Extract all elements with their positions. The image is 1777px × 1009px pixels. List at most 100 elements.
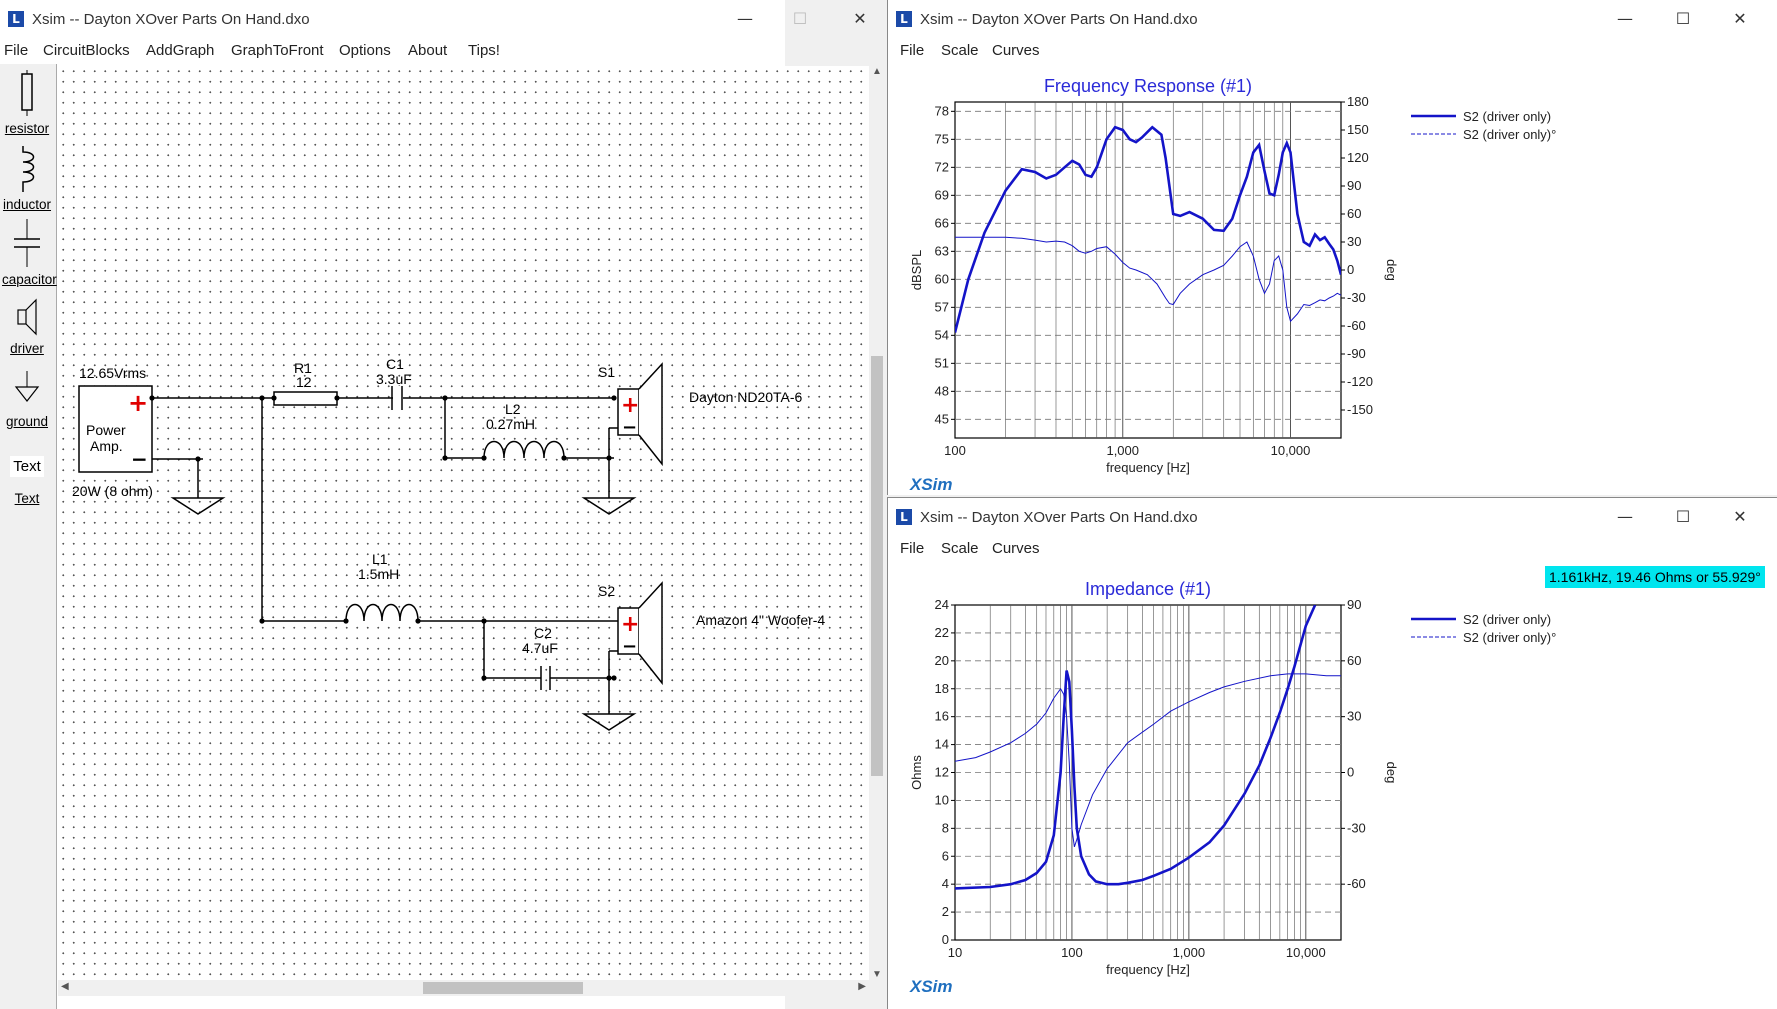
- y-tick-label: 4: [942, 876, 949, 891]
- app-icon: L: [896, 11, 912, 27]
- y-tick-label: 54: [935, 327, 949, 342]
- y2-tick-label: 120: [1347, 150, 1369, 165]
- window-title: Xsim -- Dayton XOver Parts On Hand.dxo: [32, 11, 310, 28]
- l2-value: 0.27mH: [486, 416, 535, 432]
- ground-symbol: [581, 713, 637, 731]
- legend-entry: S2 (driver only): [1463, 612, 1551, 627]
- amp-label-power: Power: [86, 422, 126, 438]
- minimize-icon[interactable]: —: [1617, 507, 1633, 526]
- r1-name: R1: [294, 360, 312, 376]
- menu-file[interactable]: File: [900, 42, 925, 59]
- frequency-response-graph[interactable]: 4548515457606366697275781801501209060300…: [888, 64, 1776, 494]
- y2-tick-label: -120: [1347, 374, 1373, 389]
- circuit-window: L Xsim -- Dayton XOver Parts On Hand.dxo…: [0, 0, 885, 1009]
- y-tick-label: 12: [935, 765, 949, 780]
- y2-tick-label: 150: [1347, 122, 1369, 137]
- window-title: Xsim -- Dayton XOver Parts On Hand.dxo: [920, 509, 1198, 526]
- scroll-up-icon[interactable]: ▲: [872, 66, 882, 77]
- r1-value: 12: [296, 374, 312, 390]
- y2-axis-label: deg: [1384, 259, 1399, 281]
- menu-file[interactable]: File: [900, 540, 925, 557]
- x-tick-label: 100: [1061, 945, 1083, 960]
- y-tick-label: 60: [935, 271, 949, 286]
- impedance-window: L Xsim -- Dayton XOver Parts On Hand.dxo…: [887, 497, 1777, 1009]
- tool-ground[interactable]: ground: [2, 369, 52, 429]
- freq-menubar: File Scale Curves: [888, 38, 1777, 62]
- s1-driver-name[interactable]: Dayton ND20TA-6: [689, 389, 803, 405]
- horizontal-scroll-thumb[interactable]: [423, 982, 583, 994]
- tool-text[interactable]: Text Text: [2, 456, 52, 506]
- menu-tips[interactable]: Tips!: [468, 42, 500, 59]
- minimize-icon[interactable]: —: [1617, 9, 1633, 28]
- menu-addgraph[interactable]: AddGraph: [146, 42, 215, 59]
- y-tick-label: 22: [935, 625, 949, 640]
- inductor-icon: [22, 146, 35, 192]
- tool-capacitor[interactable]: capacitor: [2, 219, 57, 287]
- cursor-readout: 1.161kHz, 19.46 Ohms or 55.929°: [1545, 566, 1765, 588]
- y2-tick-label: -60: [1347, 318, 1366, 333]
- menu-scale[interactable]: Scale: [941, 42, 979, 59]
- schematic-canvas[interactable]: + − + − + − 12.65Vrms Power Amp. 20W (8 …: [58, 66, 869, 980]
- y-tick-label: 8: [942, 820, 949, 835]
- xsim-logo: XSim: [909, 475, 953, 494]
- y2-tick-label: 30: [1347, 709, 1361, 724]
- menu-options[interactable]: Options: [339, 42, 391, 59]
- menu-curves[interactable]: Curves: [992, 42, 1040, 59]
- y-tick-label: 0: [942, 932, 949, 947]
- menu-about[interactable]: About: [408, 42, 448, 59]
- tool-driver[interactable]: driver: [2, 296, 52, 356]
- y-tick-label: 6: [942, 848, 949, 863]
- y-axis-label: Ohms: [909, 755, 924, 790]
- l1-inductor: [345, 603, 419, 622]
- y2-tick-label: 0: [1347, 262, 1354, 277]
- driver-icon: [17, 298, 37, 336]
- tool-inductor[interactable]: inductor: [2, 146, 52, 212]
- x-tick-label: 10: [948, 945, 962, 960]
- chart-title: Impedance (#1): [1085, 579, 1211, 599]
- ground-icon: [14, 371, 40, 402]
- menu-curves[interactable]: Curves: [992, 540, 1040, 557]
- freq-titlebar[interactable]: L Xsim -- Dayton XOver Parts On Hand.dxo…: [888, 0, 1777, 38]
- menu-file[interactable]: File: [4, 42, 29, 59]
- magnitude-series-line: [955, 125, 1341, 333]
- circuit-titlebar[interactable]: L Xsim -- Dayton XOver Parts On Hand.dxo…: [0, 0, 867, 38]
- scroll-right-icon[interactable]: ▶: [858, 981, 866, 992]
- text-tool-icon: Text: [10, 456, 44, 477]
- maximize-icon[interactable]: ☐: [792, 9, 808, 28]
- y2-tick-label: 0: [1347, 765, 1354, 780]
- scroll-left-icon[interactable]: ◀: [61, 981, 69, 992]
- maximize-icon[interactable]: ☐: [1675, 507, 1691, 526]
- y-tick-label: 2: [942, 904, 949, 919]
- maximize-icon[interactable]: ☐: [1675, 9, 1691, 28]
- menu-scale[interactable]: Scale: [941, 540, 979, 557]
- close-icon[interactable]: ✕: [1733, 9, 1747, 28]
- y2-tick-label: 90: [1347, 178, 1361, 193]
- legend-entry: S2 (driver only): [1463, 109, 1551, 124]
- ground-symbol: [170, 497, 226, 515]
- c2-value: 4.7uF: [522, 640, 558, 656]
- x-axis-label: frequency [Hz]: [1106, 962, 1190, 977]
- menu-graphtofront[interactable]: GraphToFront: [231, 42, 324, 59]
- y2-tick-label: -90: [1347, 346, 1366, 361]
- y-tick-label: 18: [935, 681, 949, 696]
- menu-circuitblocks[interactable]: CircuitBlocks: [43, 42, 130, 59]
- magnitude-series-line: [955, 605, 1317, 890]
- r1-resistor: [273, 391, 338, 406]
- tool-driver-label: driver: [10, 341, 44, 356]
- horizontal-scrollbar[interactable]: ◀ ▶: [58, 980, 869, 996]
- resistor-icon: [21, 70, 33, 116]
- tool-resistor[interactable]: resistor: [2, 70, 52, 136]
- minimize-icon[interactable]: —: [737, 9, 753, 28]
- x-tick-label: 10,000: [1271, 443, 1311, 458]
- imp-titlebar[interactable]: L Xsim -- Dayton XOver Parts On Hand.dxo…: [888, 498, 1777, 536]
- x-tick-label: 10,000: [1286, 945, 1326, 960]
- vertical-scroll-thumb[interactable]: [871, 356, 883, 776]
- vertical-scrollbar[interactable]: ▲ ▼: [869, 66, 885, 980]
- phase-series-line: [955, 236, 1341, 323]
- scroll-down-icon[interactable]: ▼: [872, 969, 882, 980]
- close-icon[interactable]: ✕: [853, 9, 867, 28]
- ground-symbol: [581, 497, 637, 515]
- close-icon[interactable]: ✕: [1733, 507, 1747, 526]
- s2-driver-name[interactable]: Amazon 4" Woofer-4: [696, 612, 825, 628]
